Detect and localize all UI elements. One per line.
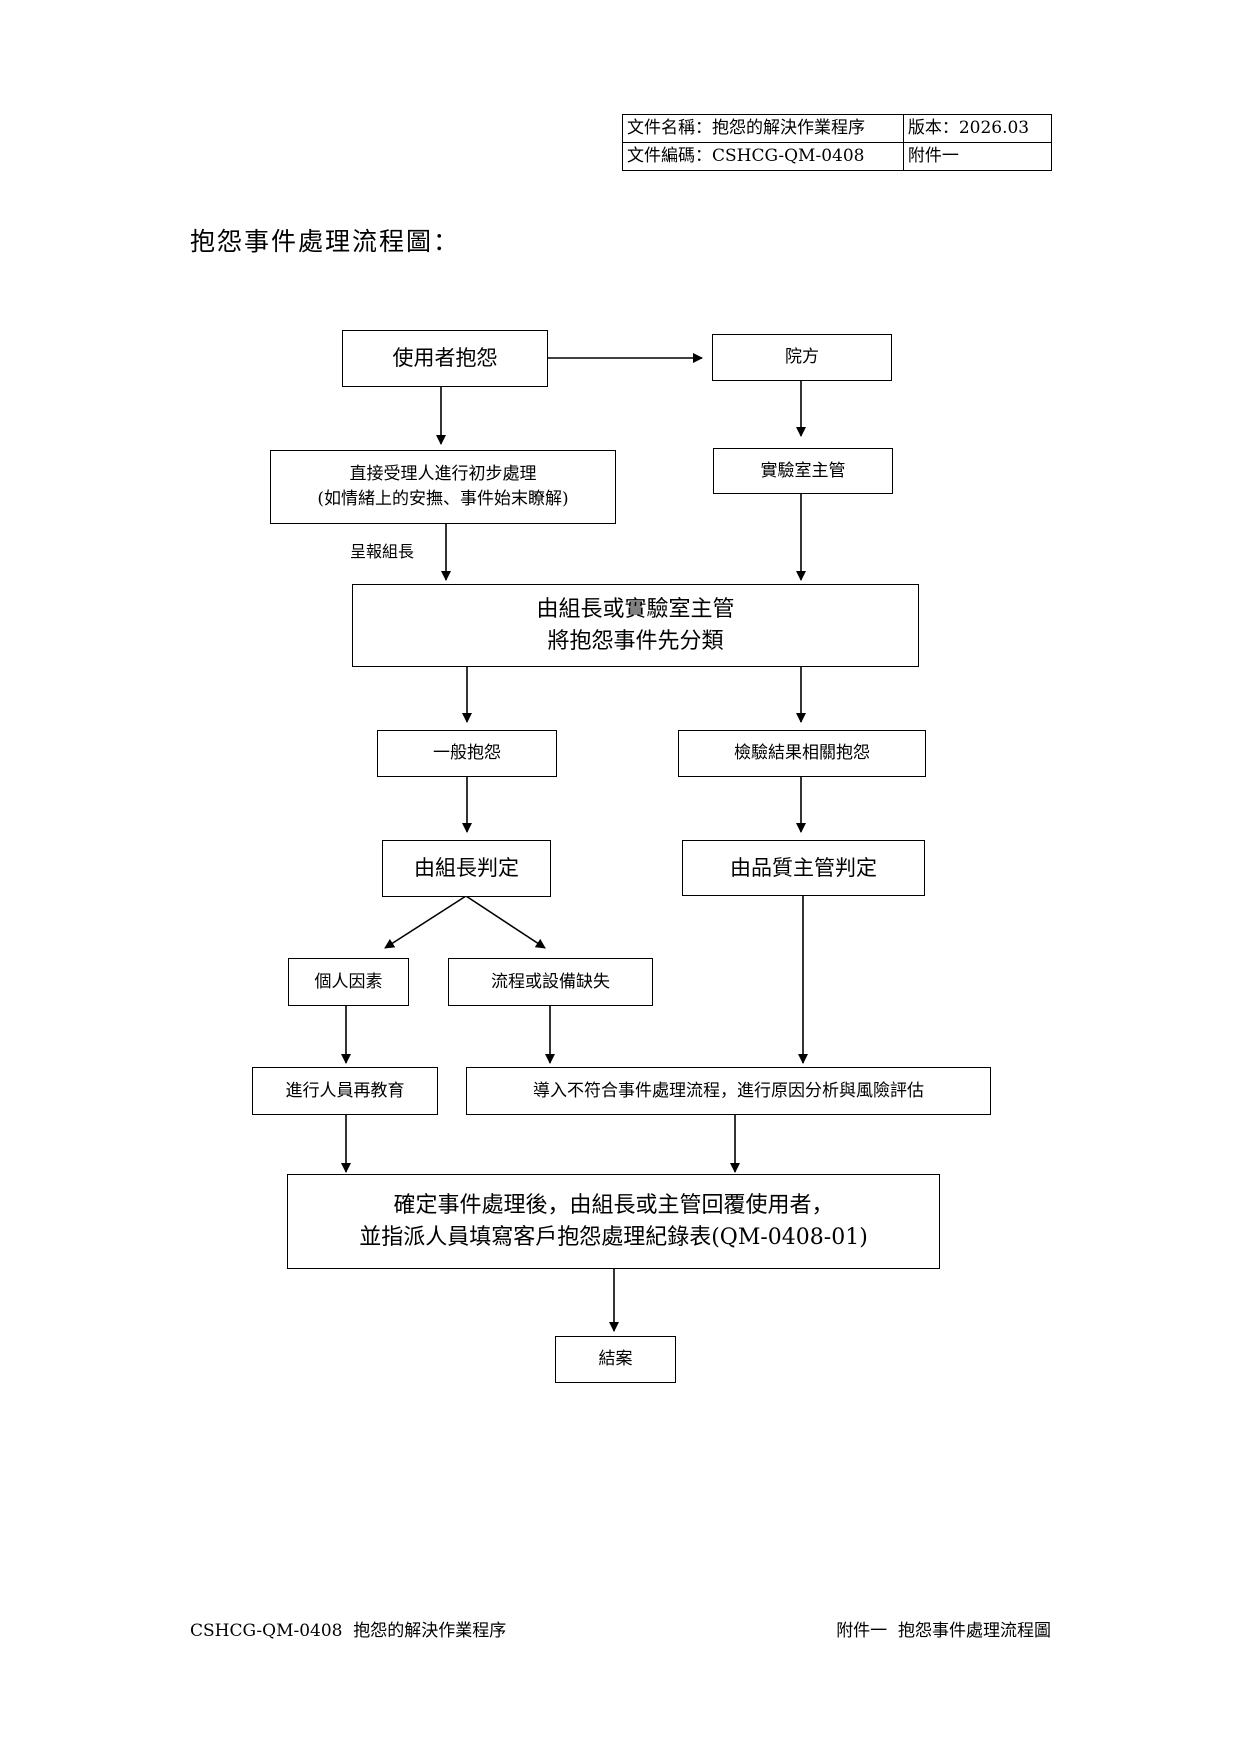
arrow-leader-to-process	[465, 895, 546, 949]
direct-receiver-line2: (如情緒上的安撫、事件始末瞭解)	[317, 489, 569, 509]
close-case-text: 結案	[598, 1349, 633, 1370]
re-education-box: 進行人員再教育	[252, 1067, 438, 1115]
close-case-box: 結案	[555, 1336, 676, 1383]
nonconformity-process-text: 導入不符合事件處理流程，進行原因分析與風險評估	[533, 1080, 924, 1101]
process-defect-text: 流程或設備缺失	[491, 971, 610, 992]
test-result-complaint-text: 檢驗結果相關抱怨	[734, 743, 870, 764]
doc-name-cell: 文件名稱：抱怨的解決作業程序	[622, 114, 904, 143]
classify-box: 由組長或實驗室主管 將抱怨事件先分類	[352, 584, 919, 667]
re-education-text: 進行人員再教育	[285, 1080, 405, 1101]
general-complaint-box: 一般抱怨	[377, 730, 557, 777]
confirm-reply-box: 確定事件處理後，由組長或主管回覆使用者， 並指派人員填寫客戶抱怨處理紀錄表(QM…	[287, 1174, 940, 1269]
quality-judge-text: 由品質主管判定	[730, 855, 877, 880]
general-complaint-text: 一般抱怨	[433, 743, 501, 764]
direct-receiver-line1: 直接受理人進行初步處理	[349, 464, 537, 485]
lab-supervisor-text: 實驗室主管	[760, 460, 846, 481]
report-to-leader-label: 呈報組長	[350, 542, 415, 561]
page-title: 抱怨事件處理流程圖：	[190, 227, 461, 256]
document-header-table: 文件名稱：抱怨的解決作業程序 版本：2026.03 文件編碼：CSHCG-QM-…	[622, 114, 1053, 171]
footer-right: 附件一 抱怨事件處理流程圖	[836, 1621, 1051, 1641]
lab-supervisor-box: 實驗室主管	[713, 448, 893, 494]
nonconformity-process-box: 導入不符合事件處理流程，進行原因分析與風險評估	[466, 1067, 991, 1115]
hospital-box: 院方	[712, 334, 892, 381]
confirm-reply-line1: 確定事件處理後，由組長或主管回覆使用者，	[393, 1192, 834, 1218]
footer-left: CSHCG-QM-0408 抱怨的解決作業程序	[190, 1621, 507, 1641]
quality-judge-box: 由品質主管判定	[682, 840, 925, 896]
confirm-reply-line2: 並指派人員填寫客戶抱怨處理紀錄表(QM-0408-01)	[359, 1224, 868, 1250]
leader-judge-box: 由組長判定	[382, 840, 551, 897]
personal-factor-text: 個人因素	[314, 971, 383, 992]
version-cell: 版本：2026.03	[902, 114, 1053, 143]
test-result-complaint-box: 檢驗結果相關抱怨	[678, 730, 926, 777]
personal-factor-box: 個人因素	[288, 958, 409, 1006]
direct-receiver-box: 直接受理人進行初步處理 (如情緒上的安撫、事件始末瞭解)	[270, 450, 616, 524]
hospital-text: 院方	[785, 347, 819, 368]
leader-judge-text: 由組長判定	[414, 856, 519, 881]
process-defect-box: 流程或設備缺失	[448, 958, 653, 1006]
attachment-cell: 附件一	[902, 142, 1053, 171]
arrow-leader-to-personal	[384, 895, 467, 949]
user-complaint-text: 使用者抱怨	[392, 346, 498, 371]
user-complaint-box: 使用者抱怨	[342, 330, 548, 387]
classify-line2: 將抱怨事件先分類	[547, 628, 724, 654]
classify-line1: 由組長或實驗室主管	[536, 596, 735, 622]
